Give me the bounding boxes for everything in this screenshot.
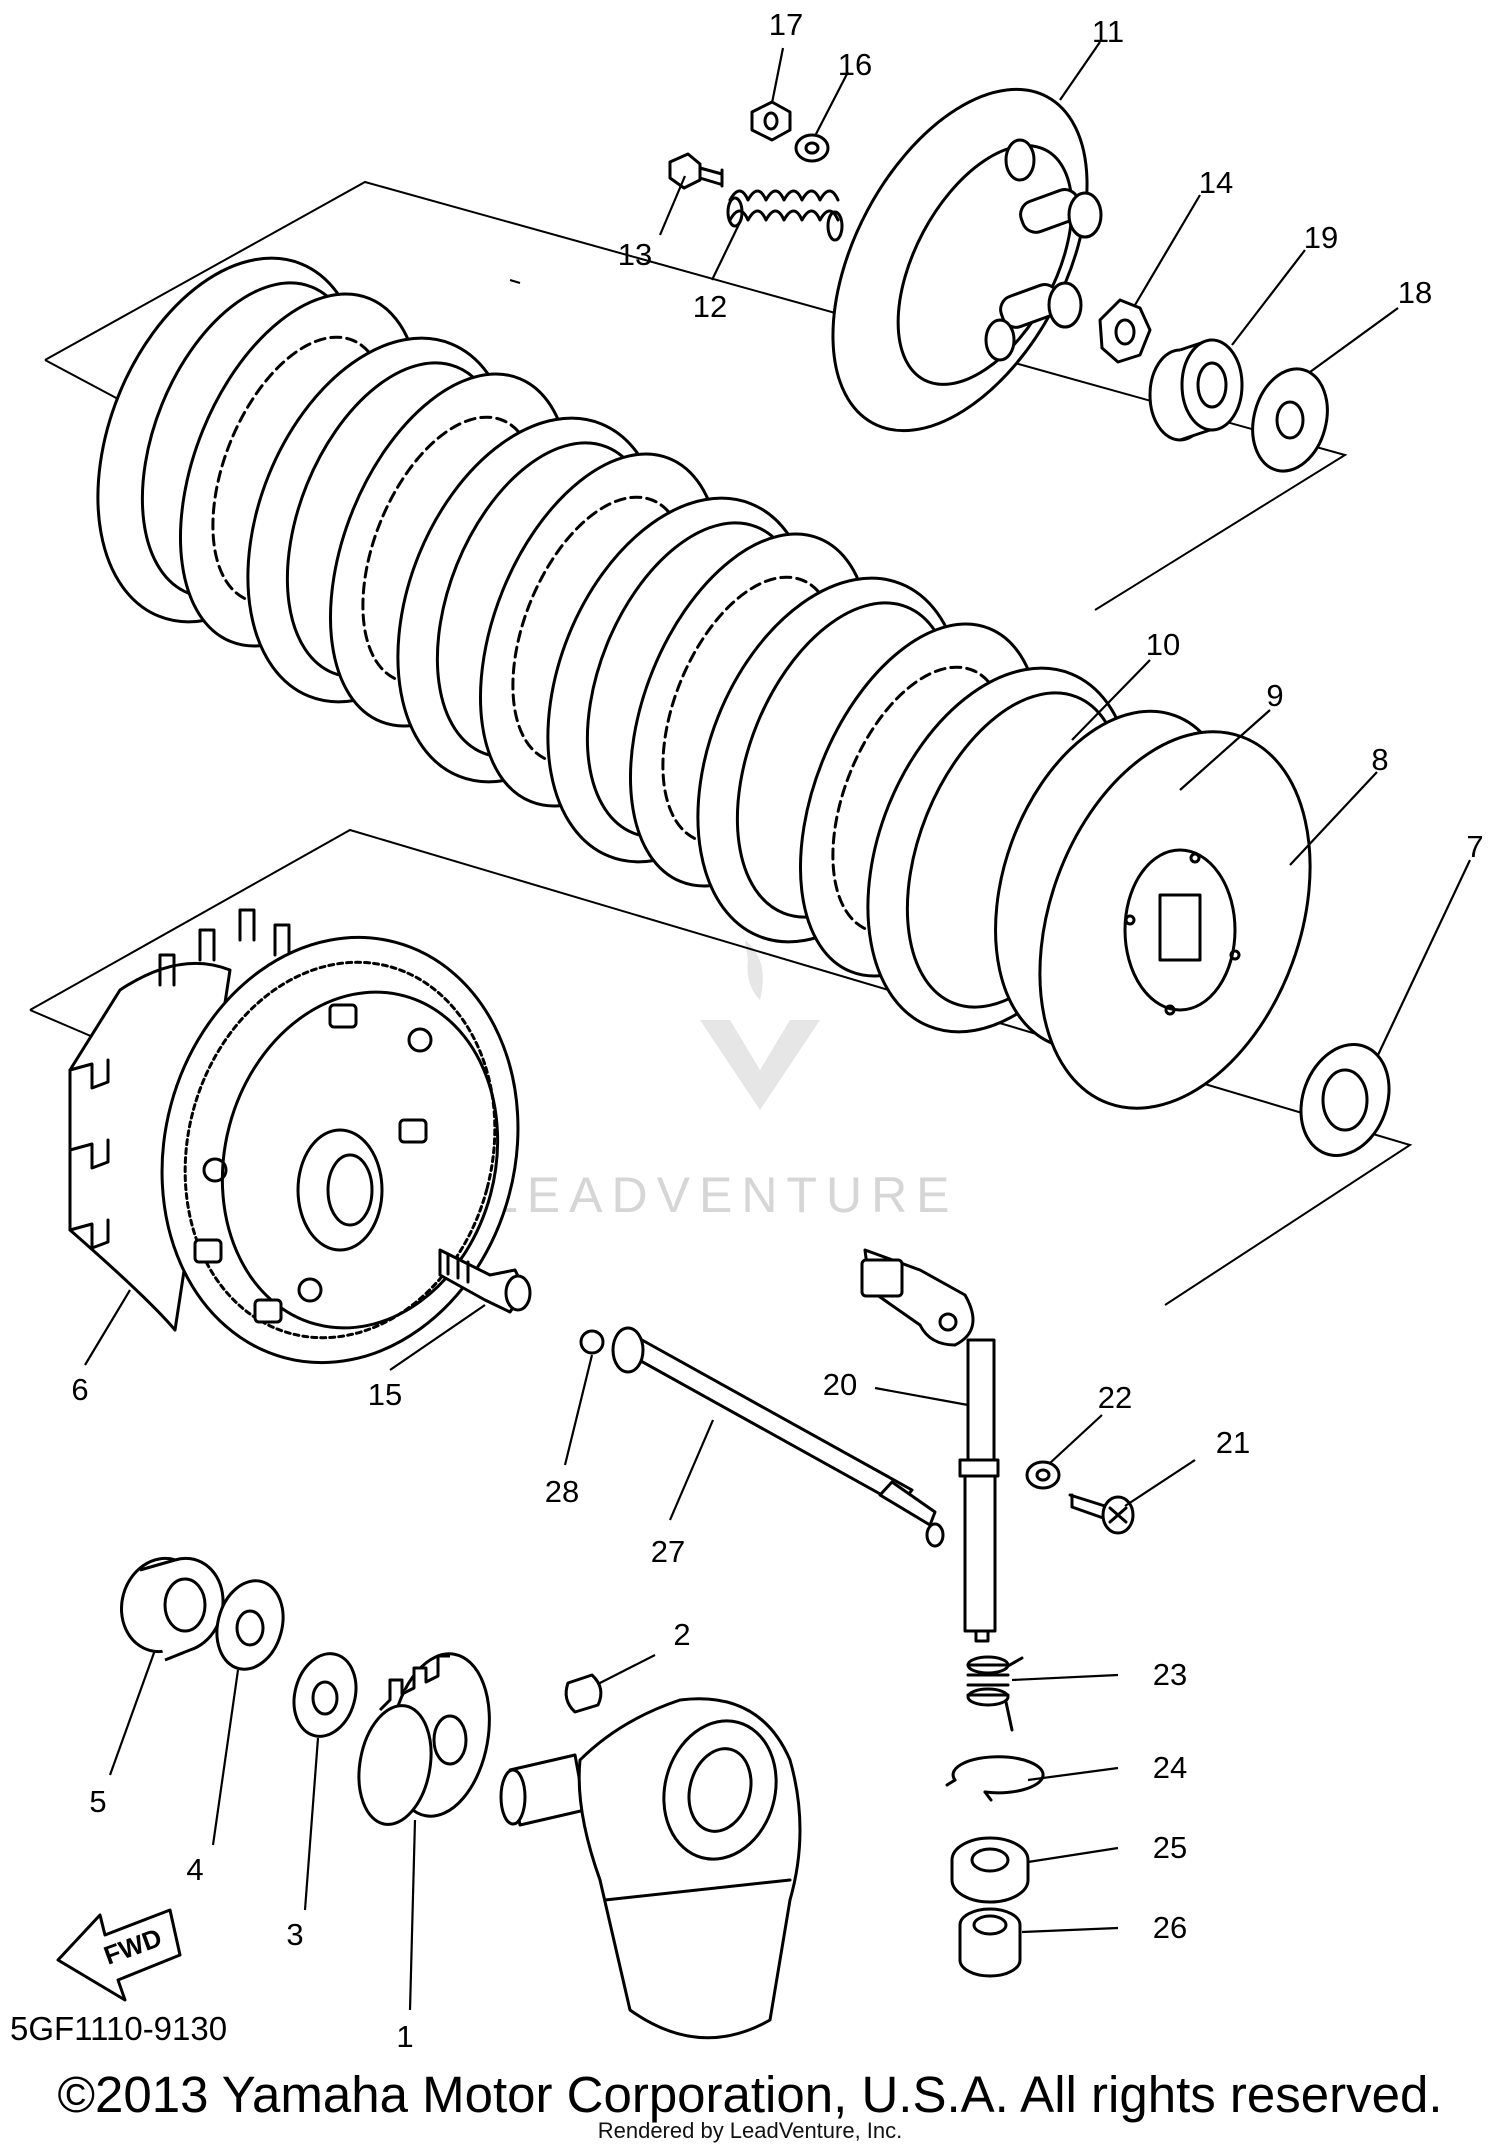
lock-washer-14 — [1098, 298, 1152, 364]
spring-23 — [966, 1655, 1024, 1732]
callout-15: 15 — [368, 1377, 402, 1412]
clutch-boss-8 — [994, 709, 1312, 1110]
pressure-plate-11 — [831, 87, 1103, 433]
callout-21: 21 — [1216, 1425, 1250, 1460]
fwd-arrow-icon: FWD — [56, 1908, 182, 2002]
spacer-5 — [119, 1556, 225, 1662]
callout-7: 7 — [1466, 829, 1483, 864]
callout-4: 4 — [186, 1852, 203, 1887]
leader-lines — [84, 41, 1471, 2011]
callout-2: 2 — [673, 1617, 690, 1652]
crankshaft — [499, 1697, 802, 2040]
callout-20: 20 — [823, 1367, 857, 1402]
callout-22: 22 — [1098, 1380, 1132, 1415]
primary-drive-gear-1 — [357, 1652, 491, 1826]
plate-18 — [1251, 367, 1329, 473]
callout-18: 18 — [1398, 275, 1432, 310]
callout-19: 19 — [1304, 220, 1338, 255]
washer-22 — [1025, 1460, 1061, 1490]
circlip-24 — [945, 1755, 1045, 1802]
nut-17 — [750, 100, 792, 142]
callout-16: 16 — [838, 47, 872, 82]
bearing-26 — [958, 1907, 1022, 1978]
part-code: 5GF1110-9130 — [10, 2010, 227, 2047]
callout-8: 8 — [1371, 742, 1388, 777]
callout-28: 28 — [545, 1474, 579, 1509]
lower-frame — [29, 828, 1413, 1306]
callout-27: 27 — [651, 1534, 685, 1569]
callout-6: 6 — [71, 1372, 88, 1407]
callout-3: 3 — [286, 1917, 303, 1952]
washer-3 — [292, 1652, 358, 1738]
callout-5: 5 — [89, 1784, 106, 1819]
clutch-housing-6 — [68, 908, 520, 1365]
copyright-notice: ©2013 Yamaha Motor Corporation, U.S.A. A… — [57, 2066, 1442, 2123]
callout-1: 1 — [396, 2019, 413, 2054]
watermark-text: LEADVENTURE — [490, 1167, 959, 1223]
callout-10: 10 — [1146, 627, 1180, 662]
callout-26: 26 — [1153, 1910, 1187, 1945]
callout-23: 23 — [1153, 1657, 1187, 1692]
push-lever-shaft-20 — [860, 1248, 1000, 1643]
washer-16 — [794, 133, 830, 163]
push-pin-15 — [438, 1248, 532, 1314]
callout-13: 13 — [618, 237, 652, 272]
screw-21 — [1068, 1493, 1135, 1535]
callout-14: 14 — [1199, 165, 1233, 200]
callout-24: 24 — [1153, 1750, 1187, 1785]
key-2 — [564, 1673, 603, 1714]
rendered-by: Rendered by LeadVenture, Inc. — [598, 2118, 903, 2143]
spring-12 — [726, 189, 844, 242]
bearing-19 — [1148, 338, 1244, 442]
push-rod-27 — [611, 1326, 945, 1548]
callout-17: 17 — [769, 7, 803, 42]
callout-labels: 17 16 11 14 19 18 13 12 10 9 8 7 6 15 28… — [71, 7, 1483, 2054]
watermark: LEADVENTURE — [490, 940, 959, 1223]
bearing-25 — [950, 1836, 1030, 1904]
callout-9: 9 — [1266, 678, 1283, 713]
washer-4 — [215, 1579, 285, 1671]
callout-25: 25 — [1153, 1830, 1187, 1865]
lock-washer-7 — [1299, 1043, 1391, 1157]
callout-11: 11 — [1092, 14, 1124, 49]
bolt-13 — [668, 152, 724, 190]
ball-28 — [579, 1329, 605, 1355]
callout-12: 12 — [693, 289, 727, 324]
